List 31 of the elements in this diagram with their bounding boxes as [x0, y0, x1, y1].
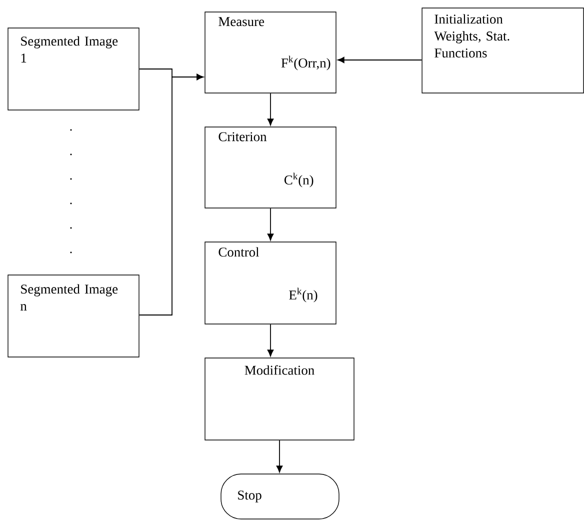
- process-box: [204, 126, 336, 208]
- box-label: Control: [218, 247, 260, 257]
- arrow: [267, 92, 274, 126]
- process-box: [204, 358, 354, 440]
- ellipsis-dot: .: [70, 129, 72, 131]
- box-label: Initialization Weights, Stat. Functions: [434, 14, 510, 58]
- process-box: [8, 274, 140, 358]
- process-box: [8, 28, 140, 110]
- box-label: F$^{k}$(Orr,n): [281, 56, 330, 70]
- process-box: [204, 12, 336, 94]
- process-box: [204, 242, 336, 324]
- arrow: [276, 440, 283, 472]
- process-box: [422, 8, 584, 94]
- box-label: E$^{k}$(n): [289, 288, 318, 302]
- ellipsis-dot: .: [70, 252, 72, 254]
- box-label: Segmented Image 1: [21, 36, 118, 62]
- arrow: [138, 74, 204, 316]
- box-label: Modification: [244, 365, 314, 375]
- ellipsis-dot: .: [70, 178, 72, 180]
- terminal-box: [220, 474, 340, 520]
- box-label: Measure: [218, 17, 264, 26]
- arrow: [267, 208, 274, 240]
- ellipsis-dot: .: [70, 154, 72, 156]
- ellipsis-dot: .: [70, 202, 72, 204]
- arrow: [338, 56, 422, 64]
- box-label: Segmented Image n: [20, 284, 118, 310]
- box-label: Criterion: [218, 132, 267, 142]
- arrow: [267, 324, 274, 356]
- box-label: Stop: [238, 490, 262, 502]
- box-label: C$^{k}$(n): [284, 172, 314, 188]
- ellipsis-dot: .: [70, 227, 72, 229]
